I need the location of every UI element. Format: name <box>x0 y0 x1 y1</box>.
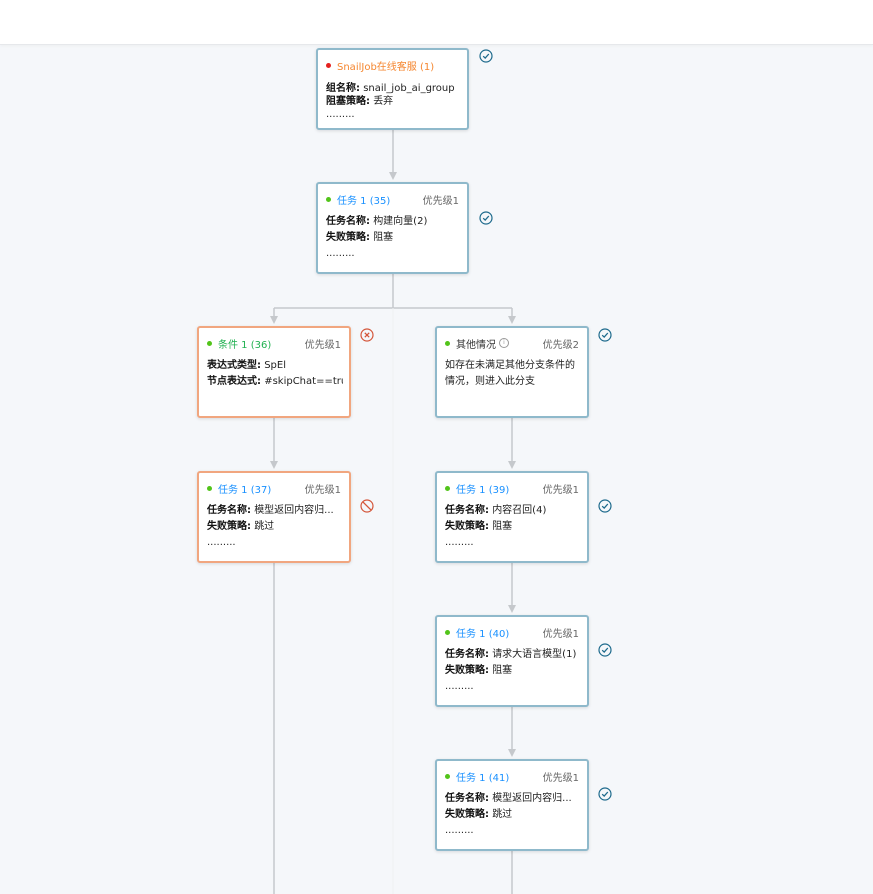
status-dot <box>326 62 331 68</box>
task-node-35[interactable]: 任务 1 (35) 优先级1 任务名称: 构建向量(2) 失败策略: 阻塞 ..… <box>316 182 469 274</box>
field-label: 任务名称: <box>445 793 489 804</box>
task-node-40[interactable]: 任务 1 (40) 优先级1 任务名称: 请求大语言模型(1) 失败策略: 阻塞… <box>435 615 589 707</box>
priority-label: 优先级1 <box>304 339 341 351</box>
status-dot <box>445 485 450 491</box>
field-label: 任务名称: <box>326 216 370 227</box>
field-value: snail_job_ai_group <box>363 83 455 94</box>
field-label: 失败策略: <box>445 665 489 676</box>
ellipsis-text: ......... <box>207 537 236 548</box>
field-value: 请求大语言模型(1) <box>492 649 577 660</box>
field-value: 丢弃 <box>373 96 394 107</box>
priority-label: 优先级1 <box>542 484 579 496</box>
check-circle-icon[interactable] <box>479 49 493 63</box>
node-title: 任务 1 (39) <box>456 484 510 496</box>
field-label: 失败策略: <box>445 521 489 532</box>
priority-label: 优先级1 <box>542 772 579 784</box>
status-dot <box>326 196 331 202</box>
task-node-37[interactable]: 任务 1 (37) 优先级1 任务名称: 模型返回内容归... 失败策略: 跳过… <box>197 471 351 563</box>
field-label: 表达式类型: <box>207 360 261 371</box>
status-dot <box>207 485 212 491</box>
ellipsis-text: ......... <box>445 825 474 836</box>
ellipsis-text: ......... <box>445 681 474 692</box>
field-label: 阻塞策略: <box>326 96 370 107</box>
priority-label: 优先级1 <box>542 628 579 640</box>
field-value: #skipChat==true <box>264 376 343 387</box>
field-label: 失败策略: <box>326 232 370 243</box>
branch-description: 如存在未满足其他分支条件的情况，则进入此分支 <box>445 360 575 387</box>
field-label: 失败策略: <box>207 521 251 532</box>
check-circle-icon[interactable] <box>598 328 612 342</box>
close-circle-icon[interactable] <box>360 328 374 342</box>
field-label: 任务名称: <box>445 649 489 660</box>
field-value: 跳过 <box>492 809 513 820</box>
status-dot <box>445 773 450 779</box>
ellipsis-text: ......... <box>445 537 474 548</box>
field-value: 阻塞 <box>373 232 394 243</box>
field-value: 构建向量(2) <box>373 216 428 227</box>
ellipsis-text: ......... <box>326 109 355 120</box>
priority-label: 优先级1 <box>304 484 341 496</box>
task-node-41[interactable]: 任务 1 (41) 优先级1 任务名称: 模型返回内容归... 失败策略: 跳过… <box>435 759 589 851</box>
field-value: 内容召回(4) <box>492 505 547 516</box>
check-circle-icon[interactable] <box>598 787 612 801</box>
stop-circle-icon[interactable] <box>360 499 374 513</box>
start-node-title: SnailJob在线客服 (1) <box>337 61 435 73</box>
ellipsis-text: ......... <box>326 248 355 259</box>
check-circle-icon[interactable] <box>598 499 612 513</box>
workflow-canvas: SnailJob在线客服 (1) 组名称: snail_job_ai_group… <box>0 44 873 894</box>
status-dot <box>445 629 450 635</box>
node-title: 条件 1 (36) <box>218 339 272 351</box>
condition-node-36[interactable]: 条件 1 (36) 优先级1 表达式类型: SpEl 节点表达式: #skipC… <box>197 326 351 418</box>
field-label: 节点表达式: <box>207 376 261 387</box>
node-title: 任务 1 (37) <box>218 484 272 496</box>
field-label: 任务名称: <box>207 505 251 516</box>
node-title: 其他情况 <box>456 339 496 351</box>
field-value: 跳过 <box>254 521 275 532</box>
check-circle-icon[interactable] <box>479 211 493 225</box>
field-value: 模型返回内容归... <box>492 793 572 804</box>
top-bar <box>0 0 873 45</box>
start-node[interactable]: SnailJob在线客服 (1) 组名称: snail_job_ai_group… <box>316 48 469 130</box>
field-value: SpEl <box>264 360 286 371</box>
node-title: 任务 1 (35) <box>337 195 391 207</box>
field-label: 失败策略: <box>445 809 489 820</box>
task-node-39[interactable]: 任务 1 (39) 优先级1 任务名称: 内容召回(4) 失败策略: 阻塞 ..… <box>435 471 589 563</box>
priority-label: 优先级2 <box>542 339 579 351</box>
check-circle-icon[interactable] <box>598 643 612 657</box>
field-value: 阻塞 <box>492 665 513 676</box>
field-value: 阻塞 <box>492 521 513 532</box>
node-title: 任务 1 (41) <box>456 772 510 784</box>
field-value: 模型返回内容归... <box>254 505 334 516</box>
status-dot <box>207 340 212 346</box>
status-dot <box>445 340 450 346</box>
field-label: 任务名称: <box>445 505 489 516</box>
node-title: 任务 1 (40) <box>456 628 510 640</box>
info-icon[interactable]: i <box>499 338 509 348</box>
field-label: 组名称: <box>326 83 360 94</box>
connector-lines <box>270 130 516 894</box>
priority-label: 优先级1 <box>422 195 459 207</box>
